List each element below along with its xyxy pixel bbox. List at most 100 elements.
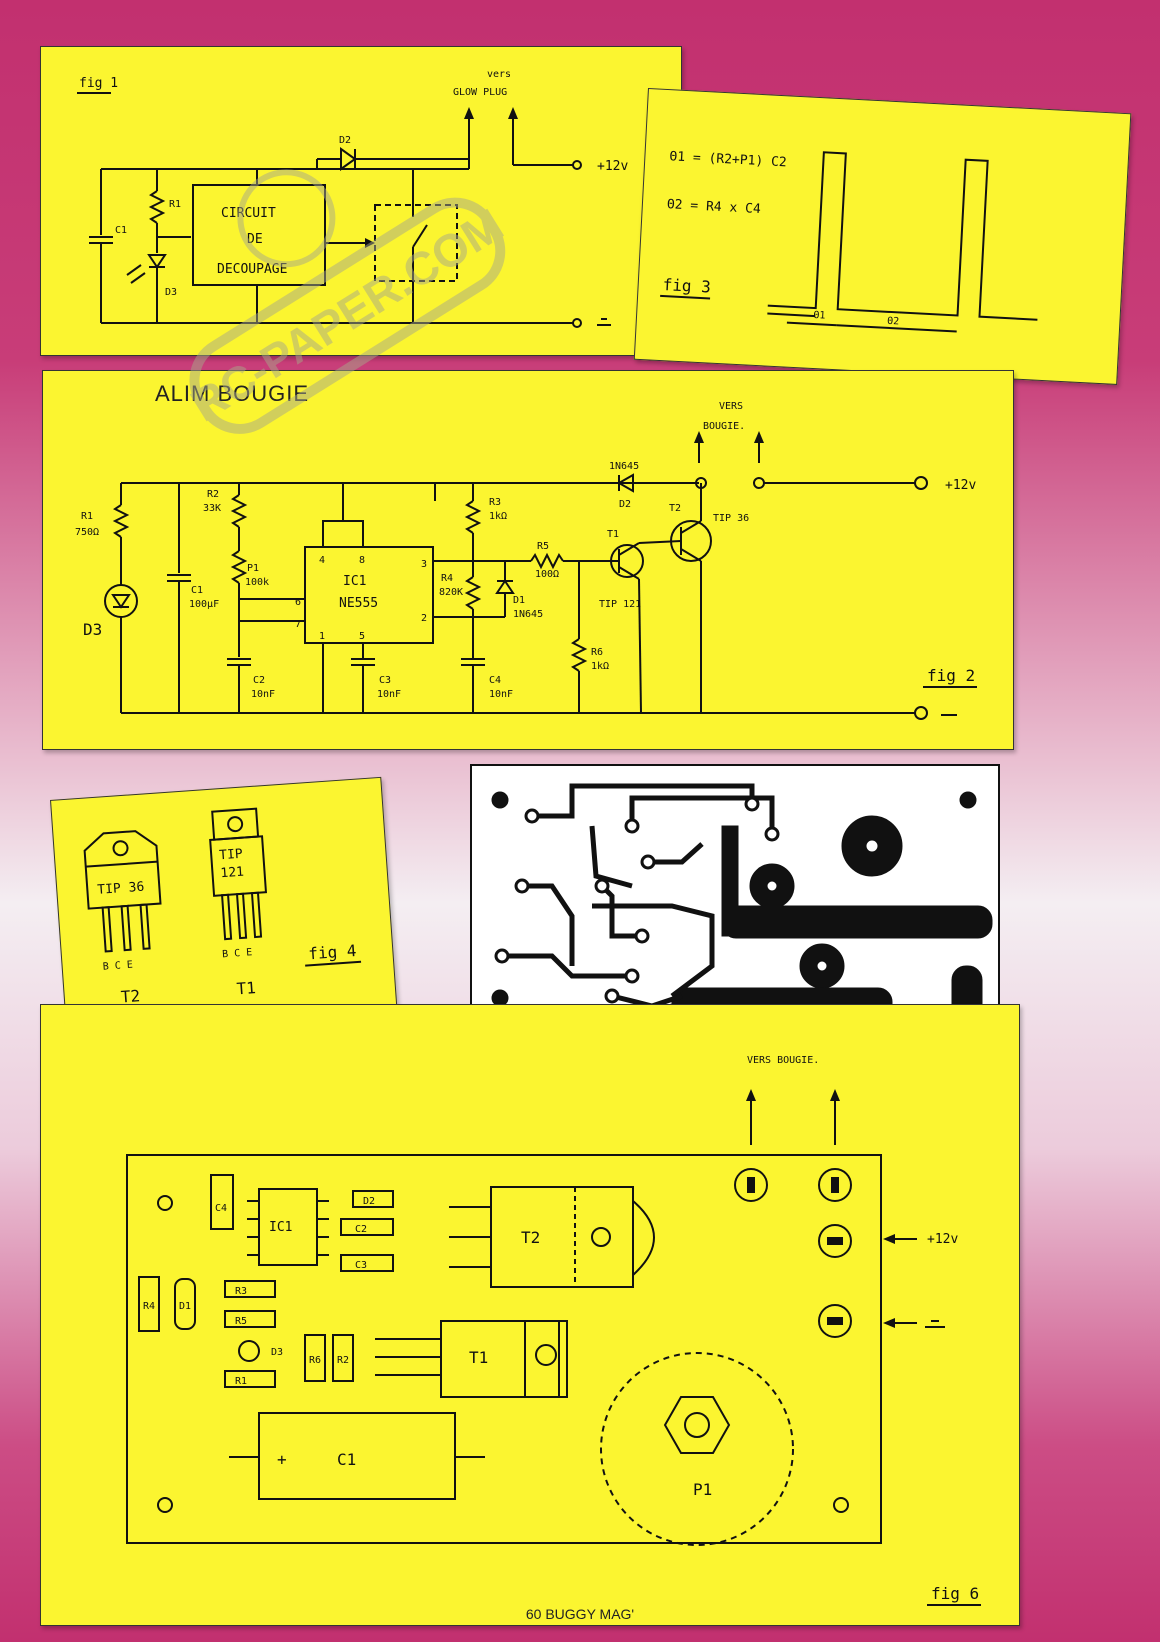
fig2-r1-value: 750Ω (75, 527, 99, 538)
fig2-pin-8: 8 (359, 555, 365, 566)
fig2-t1-part: TIP 121 (599, 599, 641, 610)
fig6-d1: D1 (179, 1301, 191, 1312)
fig2-r5: R5 (537, 541, 549, 552)
pcb-copper-layout (470, 764, 1000, 1038)
fig2-c4: C4 (489, 675, 501, 686)
fig6-c2: C2 (355, 1224, 367, 1235)
fig1-box-line3: DECOUPAGE (217, 262, 287, 277)
fig3-eq2: Θ2 = R4 x C4 (667, 197, 762, 217)
fig2-r4-value: 820K (439, 587, 463, 598)
fig2-c3-value: 10nF (377, 689, 401, 700)
fig3-eq1: Θ1 = (R2+P1) C2 (669, 149, 787, 170)
fig6-panel: VERS BOUGIE. +12v C4 IC1 D2 C2 (40, 1004, 1020, 1626)
fig2-c4-value: 10nF (489, 689, 513, 700)
fig2-d1-value: 1N645 (513, 609, 543, 620)
fig2-r6: R6 (591, 647, 603, 658)
fig6-c3: C3 (355, 1260, 367, 1271)
fig2-c3: C3 (379, 675, 391, 686)
fig2-p1: P1 (247, 563, 259, 574)
fig1-d3: D3 (165, 287, 177, 298)
fig1-box-line1: CIRCUIT (221, 206, 276, 221)
fig2-pin-3: 3 (421, 559, 427, 570)
fig6-r3: R3 (235, 1286, 247, 1297)
fig2-title: ALIM BOUGIE (155, 381, 309, 406)
fig2-r3: R3 (489, 497, 501, 508)
fig6-r6: R6 (309, 1355, 321, 1366)
fig2-label: fig 2 (927, 666, 975, 685)
fig6-t2: T2 (521, 1228, 540, 1247)
fig2-t1: T1 (607, 529, 619, 540)
fig2-c2-value: 10nF (251, 689, 275, 700)
fig2-c1: C1 (191, 585, 203, 596)
fig4-t1: T1 (236, 978, 257, 998)
fig6-c1-plus: + (277, 1450, 287, 1469)
fig2-pin-1: 1 (319, 631, 325, 642)
fig2-r5-value: 100Ω (535, 569, 559, 580)
fig2-t2: T2 (669, 503, 681, 514)
fig3-t2: Θ2 (887, 316, 900, 328)
fig3-label: fig 3 (662, 275, 711, 296)
fig6-c1: C1 (337, 1450, 356, 1469)
fig4-t2-pins: B C E (102, 960, 133, 973)
fig2-t2-part: TIP 36 (713, 513, 749, 524)
fig2-r1: R1 (81, 511, 93, 522)
fig2-d2: D2 (619, 499, 631, 510)
fig2-d2-value: 1N645 (609, 461, 639, 472)
fig2-pin-5: 5 (359, 631, 365, 642)
fig2-pin-4: 4 (319, 555, 325, 566)
fig2-r6-value: 1kΩ (591, 661, 609, 672)
fig6-c4: C4 (215, 1203, 227, 1214)
fig2-r2: R2 (207, 489, 219, 500)
fig6-r2: R2 (337, 1355, 349, 1366)
fig6-r5: R5 (235, 1316, 247, 1327)
fig2-ic1-part: NE555 (339, 596, 378, 611)
fig2-d3: D3 (83, 620, 102, 639)
fig2-d1: D1 (513, 595, 525, 606)
fig6-label: fig 6 (931, 1584, 979, 1603)
fig1-d2: D2 (339, 135, 351, 146)
fig2-r4: R4 (441, 573, 453, 584)
pcb-artwork (491, 783, 993, 1024)
fig6-t1: T1 (469, 1348, 488, 1367)
fig1-panel: fig 1 vers GLOW PLUG +12v C1 R1 D3 (40, 46, 682, 356)
fig6-plus12: +12v (927, 1232, 958, 1247)
fig4-t2: T2 (120, 986, 141, 1006)
fig4-pinout: TIP 36 B C E T2 TIP 121 B C E T1 fig 4 (83, 807, 362, 1007)
fig2-pin-7: 7 (295, 619, 301, 630)
page-footer: 60 BUGGY MAG' (525, 1606, 635, 1622)
fig2-r2-value: 33K (203, 503, 221, 514)
fig4-t1-pins: B C E (222, 947, 253, 960)
fig2-ic1: IC1 (343, 574, 366, 589)
fig2-p1-value: 100k (245, 577, 269, 588)
fig6-ic1: IC1 (269, 1220, 292, 1235)
fig6-r4: R4 (143, 1301, 155, 1312)
fig4-t1-part-a: TIP (219, 847, 244, 864)
fig2-c1-value: 100μF (189, 599, 219, 610)
fig3-panel: Θ1 = (R2+P1) C2 Θ2 = R4 x C4 Θ1 Θ2 fig 3 (633, 88, 1132, 385)
fig2-panel: ALIM BOUGIE VERS BOUGIE. +12v R1 750Ω D3… (42, 370, 1014, 750)
fig3-timing-diagram: Θ1 = (R2+P1) C2 Θ2 = R4 x C4 Θ1 Θ2 fig 3 (660, 149, 1038, 333)
fig2-c2: C2 (253, 675, 265, 686)
fig6-p1: P1 (693, 1480, 712, 1499)
fig2-plus12: +12v (945, 478, 976, 493)
fig1-plus12: +12v (597, 159, 628, 174)
fig6-vers-bougie: VERS BOUGIE. (747, 1055, 819, 1066)
fig1-vers: vers (487, 69, 511, 80)
fig1-r1: R1 (169, 199, 181, 210)
fig2-schematic: ALIM BOUGIE VERS BOUGIE. +12v R1 750Ω D3… (75, 381, 977, 720)
fig3-t1: Θ1 (813, 310, 826, 322)
fig1-glow-plug: GLOW PLUG (453, 87, 507, 98)
fig1-box-line2: DE (247, 232, 263, 247)
fig6-r1: R1 (235, 1376, 247, 1387)
fig2-pin-2: 2 (421, 613, 427, 624)
fig1-schematic: fig 1 vers GLOW PLUG +12v C1 R1 D3 (77, 69, 628, 328)
fig6-component-layout: VERS BOUGIE. +12v C4 IC1 D2 C2 (126, 1055, 981, 1606)
fig6-d2: D2 (363, 1196, 375, 1207)
fig2-vers: VERS (719, 401, 743, 412)
fig2-pin-6: 6 (295, 597, 301, 608)
fig4-label: fig 4 (308, 941, 357, 963)
fig1-c1: C1 (115, 225, 127, 236)
fig2-r3-value: 1kΩ (489, 511, 507, 522)
fig1-label: fig 1 (79, 76, 118, 91)
fig4-t2-part: TIP 36 (97, 880, 145, 898)
